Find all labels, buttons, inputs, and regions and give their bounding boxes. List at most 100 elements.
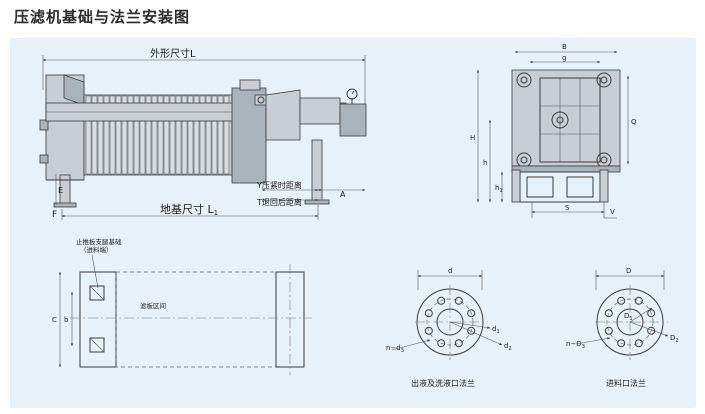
feed-port-nozzle xyxy=(39,119,49,131)
filter-plate xyxy=(121,95,128,175)
rear-leg xyxy=(311,139,323,203)
filter-plate xyxy=(181,95,188,175)
inlet-flange-view: D D1 D2 n−D3 进料口法兰 xyxy=(566,267,679,388)
filter-plate-zone xyxy=(115,271,277,368)
h-label: h xyxy=(483,159,487,167)
movable-head-top xyxy=(239,79,261,91)
side-view: 外形尺寸L xyxy=(39,47,367,220)
filter-plate xyxy=(109,95,116,175)
page-title: 压滤机基础与法兰安装图 xyxy=(14,8,191,26)
bolt-hole xyxy=(634,339,643,348)
flange-D2-leader xyxy=(629,321,669,337)
filter-plate xyxy=(199,95,206,175)
filter-plate xyxy=(115,95,122,175)
filter-plate xyxy=(127,95,134,175)
anchor-pocket-bottom-x1 xyxy=(89,337,105,353)
filter-plate xyxy=(157,95,164,175)
filter-plate xyxy=(193,95,200,175)
filter-plate xyxy=(145,95,152,175)
corner-port-top-left xyxy=(516,72,532,88)
flange-d2-leader xyxy=(449,321,503,346)
y-label: Y压紧时距离 xyxy=(256,180,302,190)
c-label: C xyxy=(52,316,57,324)
anchor-pocket-top-x1 xyxy=(89,285,105,301)
flange-N-leader xyxy=(575,337,611,345)
filter-plate xyxy=(97,95,104,175)
flange-d1-leader xyxy=(449,321,491,329)
flange-N-label: n−D3 xyxy=(566,340,585,350)
filter-plate xyxy=(91,95,98,175)
foundation-plan: 止推板支腿基础 （进料端） 滤板区间 C b xyxy=(52,237,312,375)
flange-D2-label: D2 xyxy=(670,334,679,344)
flange-d2-label: d2 xyxy=(504,342,512,352)
bolt-hole xyxy=(424,309,433,318)
h-big-label: H xyxy=(470,134,475,142)
bolt-hole xyxy=(454,296,463,305)
bolt-hole xyxy=(467,309,476,318)
valve-knob-1 xyxy=(257,96,265,104)
rear-frame xyxy=(339,103,367,137)
q-label: Q xyxy=(631,118,637,126)
base-length-label: 地基尺寸 L1 xyxy=(160,202,218,217)
filter-zone-label: 滤板区间 xyxy=(140,301,166,310)
bolt-hole xyxy=(617,296,626,305)
filter-plate xyxy=(175,95,182,175)
plate-front xyxy=(539,77,601,163)
v-label: V xyxy=(610,208,615,216)
bolt-hole xyxy=(617,339,626,348)
filter-plate xyxy=(163,95,170,175)
feed-hole xyxy=(551,111,569,129)
tray-window-left xyxy=(526,176,554,198)
bolt-hole xyxy=(454,339,463,348)
gauge-needle xyxy=(351,90,355,95)
front-view: B g xyxy=(470,43,637,219)
filter-plate xyxy=(151,95,158,175)
e-label: E xyxy=(58,186,63,195)
filter-plate xyxy=(187,95,194,175)
filter-plate xyxy=(211,95,218,175)
filter-plate xyxy=(169,95,176,175)
outlet-flange-caption: 出液及洗液口法兰 xyxy=(411,378,475,388)
front-leg-right xyxy=(599,169,609,203)
s-label: S xyxy=(565,204,570,212)
filter-plate xyxy=(133,95,140,175)
b-label-plan: b xyxy=(64,316,69,324)
filter-plate xyxy=(223,95,230,175)
filter-plate xyxy=(85,95,92,175)
flange-n-label: n−d3 xyxy=(386,344,404,354)
anchor-pocket-bottom xyxy=(89,337,105,353)
head-frame-front xyxy=(511,69,621,167)
thrust-leg-note-line2: （进料端） xyxy=(80,245,113,254)
flange-d1-label: d1 xyxy=(492,325,500,335)
filter-plate xyxy=(139,95,146,175)
flange-D-label: D xyxy=(626,267,631,275)
filter-plate xyxy=(205,95,212,175)
outlet-nozzle xyxy=(39,154,49,164)
f-label: F xyxy=(52,210,57,220)
outlet-bolt-holes xyxy=(424,296,476,348)
bolt-hole xyxy=(634,296,643,305)
a-label: A xyxy=(340,190,346,199)
pressure-gauge-icon xyxy=(346,88,358,100)
bolt-hole xyxy=(604,326,613,335)
g-label: g xyxy=(562,54,566,62)
inlet-bolt-holes xyxy=(604,296,656,348)
inlet-flange-caption: 进料口法兰 xyxy=(606,378,646,388)
front-leg-foot xyxy=(53,202,77,208)
filter-plate xyxy=(217,95,224,175)
t-label: T退回后距离 xyxy=(256,197,302,207)
cylinder-seat xyxy=(265,89,301,141)
thrust-leg-note-line1: 止推板支腿基础 xyxy=(76,237,122,246)
bolt-hole xyxy=(424,326,433,335)
filter-plate xyxy=(103,95,110,175)
outlet-flange-view: d d1 d2 n−d3 出液及洗液口法兰 xyxy=(386,267,512,388)
b-label: B xyxy=(562,43,567,51)
flange-D1-label: D1 xyxy=(624,312,633,322)
flange-d-label: d xyxy=(448,267,452,275)
flange-D1-leader xyxy=(629,307,653,323)
bolt-hole xyxy=(604,309,613,318)
flange-n-leader xyxy=(391,339,431,351)
bolt-hole xyxy=(467,326,476,335)
